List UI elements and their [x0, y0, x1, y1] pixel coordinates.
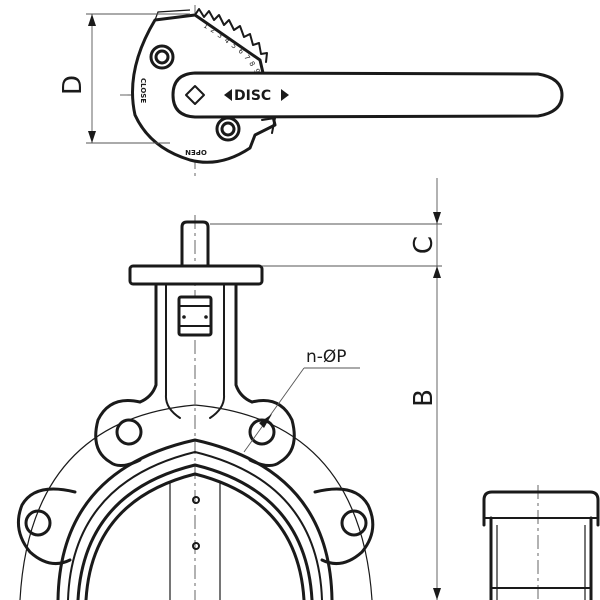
stem — [180, 220, 210, 269]
body-outer-contour — [56, 438, 334, 600]
neck-inner — [164, 283, 181, 419]
close-label: CLOSE — [139, 78, 147, 103]
bolt-hole — [340, 509, 368, 537]
neck-outer — [234, 282, 254, 404]
dimension-d-arrow-top — [88, 14, 96, 26]
lever-arm — [171, 71, 564, 119]
bolt-hole-callout: n-ØP — [243, 347, 360, 453]
dimension-c-label: C — [409, 236, 439, 254]
bolt-hole-leader-arrow — [259, 414, 272, 428]
side-top-flange — [482, 490, 600, 527]
seat-liner-outer — [76, 463, 314, 600]
stem-square-icon — [185, 85, 205, 105]
top-flange — [128, 264, 264, 286]
dimension-d-arrow-bottom — [88, 131, 96, 143]
disc-pin — [192, 542, 200, 550]
dimension-c: C — [210, 178, 442, 298]
valve-front-view: n-ØP C B — [16, 178, 442, 600]
scale-digit: 1 — [202, 22, 209, 31]
mounting-boss-lower — [215, 116, 241, 142]
scale-digit: 2 — [209, 26, 217, 35]
bushing-dot — [182, 315, 186, 319]
scale-digit: 7 — [242, 54, 251, 62]
disc-arrow-right-icon — [281, 89, 289, 101]
indexing-plate-top-step — [154, 9, 191, 21]
mounting-boss-hole-lower — [220, 121, 236, 137]
bolt-circle — [19, 404, 373, 600]
scale-digit: 6 — [236, 47, 245, 56]
side-lugs — [16, 487, 375, 566]
mounting-boss-hole-upper — [154, 49, 170, 65]
bolt-hole-leader — [243, 367, 305, 453]
dimension-b-label: B — [409, 389, 439, 407]
bolt-hole — [24, 509, 52, 537]
right-lug — [313, 487, 375, 566]
neck-outer — [138, 282, 158, 404]
bolt-hole-label: n-ØP — [306, 347, 347, 367]
bushing-dot — [204, 315, 208, 319]
disc-label: DISC — [234, 88, 271, 104]
dimension-c-arrow-bottom — [433, 266, 441, 278]
valve-side-view — [482, 485, 600, 600]
dimension-d-label: D — [58, 75, 88, 95]
handle-top-view: 1 2 3 4 5 6 7 8 9 CLOSE OPEN DISC D — [58, 5, 564, 178]
disc-pin — [192, 496, 200, 504]
scale-digit: 4 — [223, 36, 232, 45]
scale-digit: 9 — [252, 67, 261, 74]
scale-digit: 8 — [247, 60, 256, 68]
neck-inner — [209, 283, 226, 419]
indexing-plate-teeth — [194, 8, 268, 63]
body-seat-ring — [67, 451, 323, 600]
dimension-b-arrow-bottom — [433, 588, 441, 600]
dimension-c-arrow-top — [433, 212, 441, 224]
scale-digit: 3 — [216, 31, 224, 40]
seat-liner-inner — [84, 472, 306, 600]
mounting-boss-upper — [149, 44, 175, 70]
scale-digit: 5 — [230, 42, 239, 51]
open-label: OPEN — [185, 148, 207, 156]
dimension-d: D — [58, 13, 190, 144]
upper-right-lug — [248, 399, 296, 467]
dimension-b: B — [409, 298, 441, 600]
disc-arrow-left-icon — [224, 89, 232, 101]
upper-left-lug — [94, 399, 142, 467]
left-lug — [16, 487, 77, 566]
